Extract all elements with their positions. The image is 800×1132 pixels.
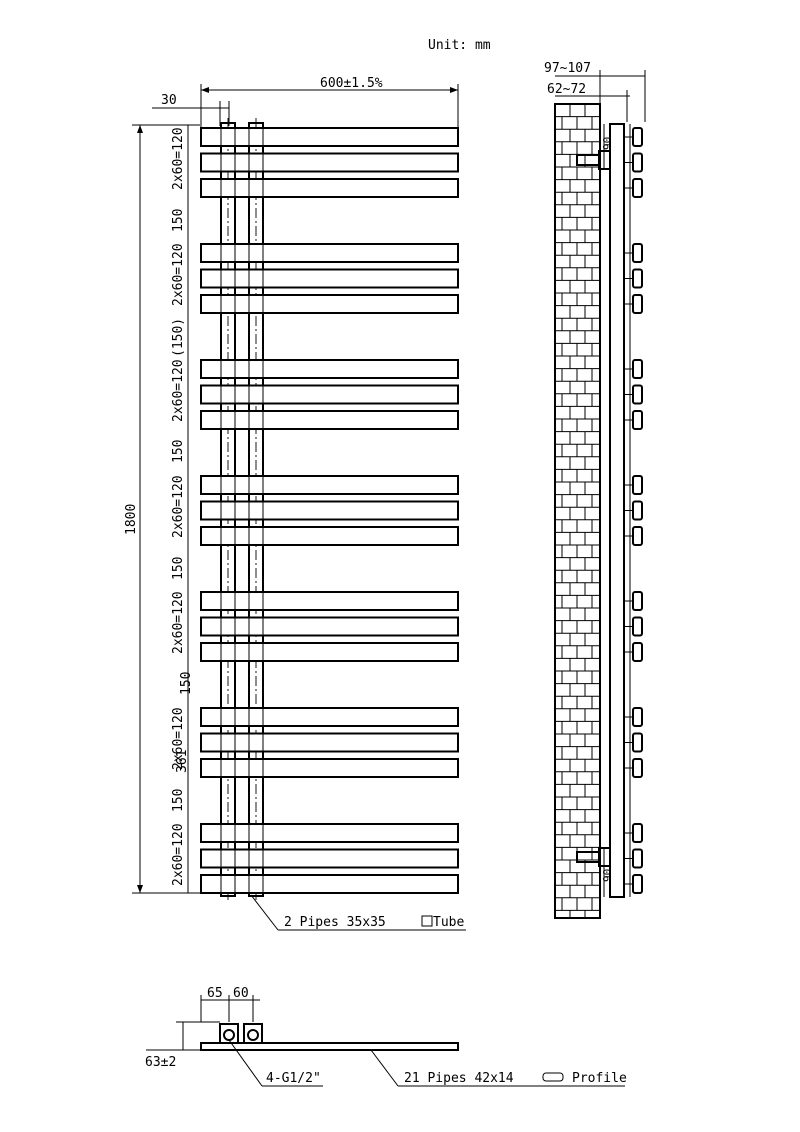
- side-profiles: [624, 124, 643, 897]
- side-bar: [632, 642, 643, 662]
- tube-label: Tube: [433, 915, 464, 930]
- brick-wall: [554, 103, 601, 919]
- gap-label: (150): [171, 318, 186, 357]
- horizontal-bar: [200, 268, 459, 289]
- side-bar: [632, 500, 643, 521]
- depth-outer-dimension: 97~107: [544, 61, 591, 76]
- side-bar: [632, 410, 643, 430]
- side-view: 97~107 62~72 90 90: [544, 61, 646, 919]
- dim-b: 60: [233, 986, 249, 1001]
- horizontal-bar: [200, 152, 459, 173]
- group-label: 2x60=120: [171, 475, 186, 538]
- side-bar: [632, 707, 643, 727]
- height-dimension: 1800: [124, 504, 139, 535]
- gap-label: 150: [171, 440, 186, 463]
- horizontal-bar: [200, 758, 459, 778]
- side-bar: [632, 294, 643, 314]
- horizontal-bar: [200, 526, 459, 546]
- horizontal-bar: [200, 616, 459, 637]
- side-pipe: [609, 123, 625, 898]
- horizontal-bar: [200, 243, 459, 263]
- group-label: 2x60=120: [171, 591, 186, 654]
- horizontal-bar: [200, 732, 459, 753]
- side-bar: [632, 359, 643, 379]
- side-bar: [632, 823, 643, 843]
- top-bracket: 90: [576, 124, 614, 170]
- bottom-bracket: 90: [576, 847, 614, 897]
- side-bar: [632, 758, 643, 778]
- side-bar: [632, 848, 643, 869]
- group-label: 2x60=120: [171, 823, 186, 886]
- horizontal-profiles: [200, 127, 459, 894]
- right-fitting: [243, 1023, 263, 1044]
- side-bar: [632, 384, 643, 405]
- horizontal-bar: [200, 707, 459, 727]
- pipes-callout: 2 Pipes 35x35: [284, 915, 386, 930]
- side-bar: [632, 152, 643, 173]
- side-bar: [632, 616, 643, 637]
- horizontal-bar: [200, 874, 459, 894]
- horizontal-bar: [200, 591, 459, 611]
- side-bar: [632, 874, 643, 894]
- spacing-labels: 2x60=120 2x60=120 2x60=120 2x60=120 2x60…: [171, 127, 194, 886]
- horizontal-bar: [200, 127, 459, 147]
- profile-label: Profile: [572, 1071, 627, 1086]
- horizontal-bar: [200, 823, 459, 843]
- width-dimension: 600±1.5%: [320, 76, 383, 91]
- bottom-view: 65 60 63±2 4-G1/2" 21 Pipes 42x14 Profil…: [145, 986, 627, 1087]
- bottom-bracket-dimension: 90: [601, 869, 614, 882]
- group-label: 2x60=120: [171, 707, 186, 770]
- group-label: 2x60=120: [171, 359, 186, 422]
- top-bracket-dimension: 90: [601, 137, 614, 150]
- front-view: 600±1.5% 30 1800 2x60=120 2x60=120 2x60=…: [124, 76, 466, 931]
- side-bar: [632, 732, 643, 753]
- horizontal-bar: [200, 294, 459, 314]
- horizontal-bar: [200, 410, 459, 430]
- horizontal-bar: [200, 848, 459, 869]
- horizontal-bar: [200, 642, 459, 662]
- gap-label: 150: [179, 672, 194, 695]
- side-bar: [632, 526, 643, 546]
- group-label: 2x60=120: [171, 127, 186, 190]
- side-bar: [632, 591, 643, 611]
- group-label: 2x60=120: [171, 243, 186, 306]
- square-tube-icon: [421, 915, 433, 927]
- depth-inner-dimension: 62~72: [547, 82, 586, 97]
- horizontal-bar: [200, 384, 459, 405]
- unit-title: Unit: mm: [428, 38, 491, 53]
- side-bar: [632, 178, 643, 198]
- gap-label: 150: [171, 789, 186, 812]
- height-63-dimension: 63±2: [145, 1055, 176, 1070]
- offset-dimension: 30: [161, 93, 177, 108]
- horizontal-bar: [200, 475, 459, 495]
- horizontal-bar: [200, 178, 459, 198]
- dim-a: 65: [207, 986, 223, 1001]
- profile-callout: 21 Pipes 42x14: [404, 1071, 514, 1086]
- profile-icon: [542, 1072, 564, 1082]
- side-bar: [632, 243, 643, 263]
- side-bar: [632, 127, 643, 147]
- fitting-callout: 4-G1/2": [266, 1071, 321, 1086]
- horizontal-bar: [200, 359, 459, 379]
- gap-label: 150: [171, 209, 186, 232]
- gap-label: 150: [171, 557, 186, 580]
- horizontal-bar: [200, 500, 459, 521]
- inner-dimension-label: 361: [175, 750, 190, 773]
- side-bar: [632, 475, 643, 495]
- side-bar: [632, 268, 643, 289]
